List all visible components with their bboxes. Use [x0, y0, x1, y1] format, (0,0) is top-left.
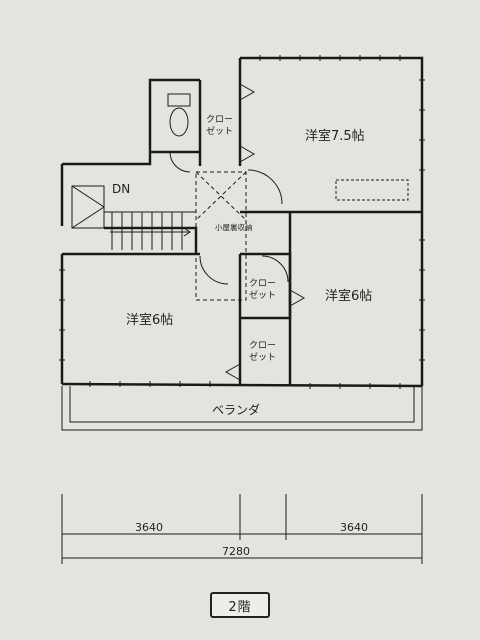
closet-bottom-line2: ゼット: [249, 353, 277, 363]
door-swing-storage: [247, 169, 283, 205]
room-label-western-6-left: 洋室6帖: [126, 313, 174, 328]
room-label-western-75: 洋室7.5帖: [305, 129, 365, 144]
closet-bottom-line1: クロー: [249, 341, 277, 351]
wall-ticks: [59, 55, 425, 389]
door-swing-wc: [169, 151, 191, 173]
toilet-bowl: [169, 107, 189, 137]
stair-arrow: [110, 227, 191, 237]
closet-middle-line1: クロー: [249, 279, 277, 289]
closet-label-middle: クロー ゼット: [249, 278, 276, 302]
closet-top-line2: ゼット: [206, 127, 234, 137]
wall-closet-mid: [238, 252, 292, 320]
stairs-dn-label: DN: [112, 182, 131, 196]
closet-label-bottom: クロー ゼット: [249, 340, 276, 364]
storage-label: 小屋裏収納: [215, 223, 253, 232]
outer-wall-top-right: [240, 56, 424, 214]
dim-label-total: 7280: [222, 545, 250, 558]
closet-label-top: クロー ゼット: [206, 114, 233, 138]
closet-top-line1: クロー: [206, 115, 234, 125]
storage-dashed: [195, 171, 247, 301]
room-label-western-6-right: 洋室6帖: [325, 289, 373, 304]
dim-label-right: 3640: [340, 521, 368, 534]
toilet-tank: [167, 93, 191, 107]
stair-treads: [111, 212, 183, 250]
wall-stair-top: [62, 78, 200, 166]
veranda-label: ベランダ: [212, 403, 261, 417]
closet-middle-line2: ゼット: [249, 291, 277, 301]
door-swing-right-room: [261, 255, 289, 283]
closet-arrows: [224, 83, 306, 381]
veranda-outline: [61, 386, 423, 431]
outer-wall-bottom: [61, 382, 423, 388]
dim-ticks: [61, 494, 423, 564]
storage-window: [335, 179, 409, 201]
dim-label-left: 3640: [135, 521, 163, 534]
floor-badge: 2階: [210, 592, 270, 618]
door-swing-left-room: [199, 255, 229, 285]
stair-landing: [71, 185, 105, 229]
